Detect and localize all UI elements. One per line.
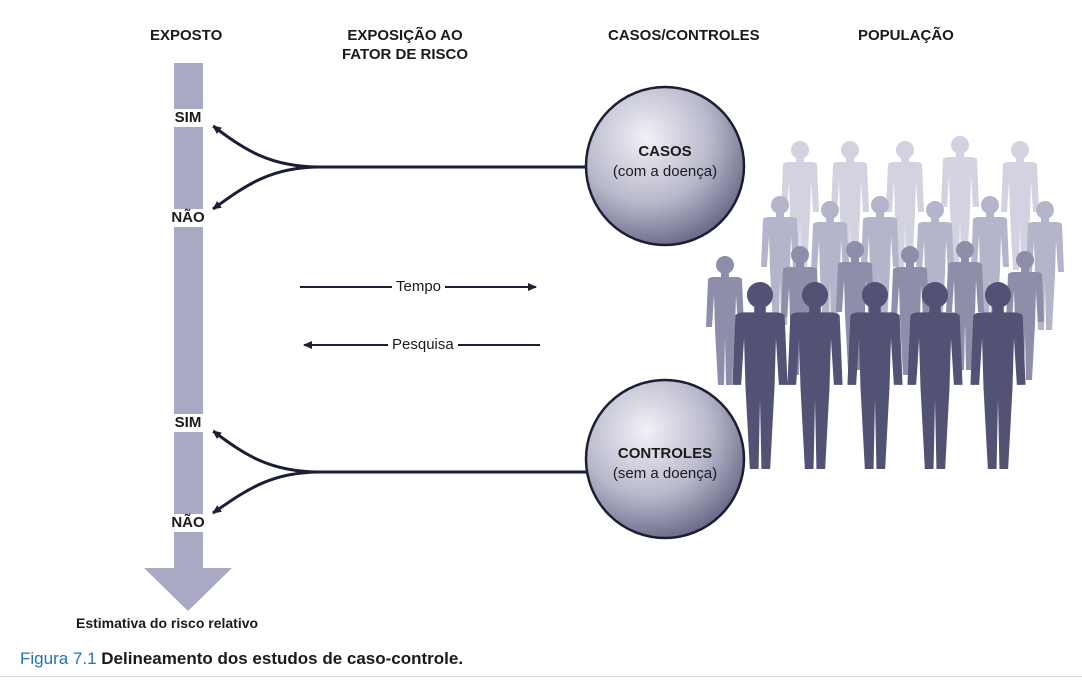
result-arrow-head bbox=[144, 568, 232, 611]
header-exposed: EXPOSTO bbox=[150, 27, 223, 44]
exposure-bar bbox=[174, 63, 203, 568]
cases-no-label: NÃO bbox=[163, 209, 213, 227]
controls-yes-label: SIM bbox=[163, 414, 213, 432]
bottom-divider bbox=[0, 676, 1082, 677]
time-backward-label: Pesquisa bbox=[388, 336, 458, 354]
cases-subtitle: (com a doença) bbox=[612, 163, 718, 180]
controls-circle bbox=[584, 378, 746, 540]
cases-circle-text: CASOS (com a doença) bbox=[585, 142, 745, 182]
population-silhouettes bbox=[706, 136, 1064, 469]
header-exposure-line2: FATOR DE RISCO bbox=[341, 46, 469, 63]
controls-circle-text: CONTROLES (sem a doença) bbox=[585, 444, 745, 484]
figure-caption: Figura 7.1 Delineamento dos estudos de c… bbox=[20, 649, 463, 669]
controls-branch-arrows bbox=[212, 429, 590, 515]
time-forward-label: Tempo bbox=[392, 278, 446, 296]
header-exposure-line1: EXPOSIÇÃO AO bbox=[347, 27, 463, 44]
header-exposure: EXPOSIÇÃO AO FATOR DE RISCO bbox=[330, 26, 480, 64]
controls-no-label: NÃO bbox=[163, 514, 213, 532]
cases-yes-label: SIM bbox=[163, 109, 213, 127]
cases-circle bbox=[584, 85, 746, 247]
cases-branch-arrows bbox=[212, 124, 590, 211]
header-cases-controls: CASOS/CONTROLES bbox=[608, 27, 760, 44]
cases-title: CASOS bbox=[638, 143, 692, 160]
figure-number: Figura 7.1 bbox=[20, 649, 97, 668]
figure-caption-text: Delineamento dos estudos de caso-control… bbox=[101, 649, 464, 668]
controls-title: CONTROLES bbox=[617, 445, 713, 462]
header-population: POPULAÇÃO bbox=[858, 27, 954, 44]
result-label: Estimativa do risco relativo bbox=[76, 615, 259, 631]
controls-subtitle: (sem a doença) bbox=[612, 465, 718, 482]
